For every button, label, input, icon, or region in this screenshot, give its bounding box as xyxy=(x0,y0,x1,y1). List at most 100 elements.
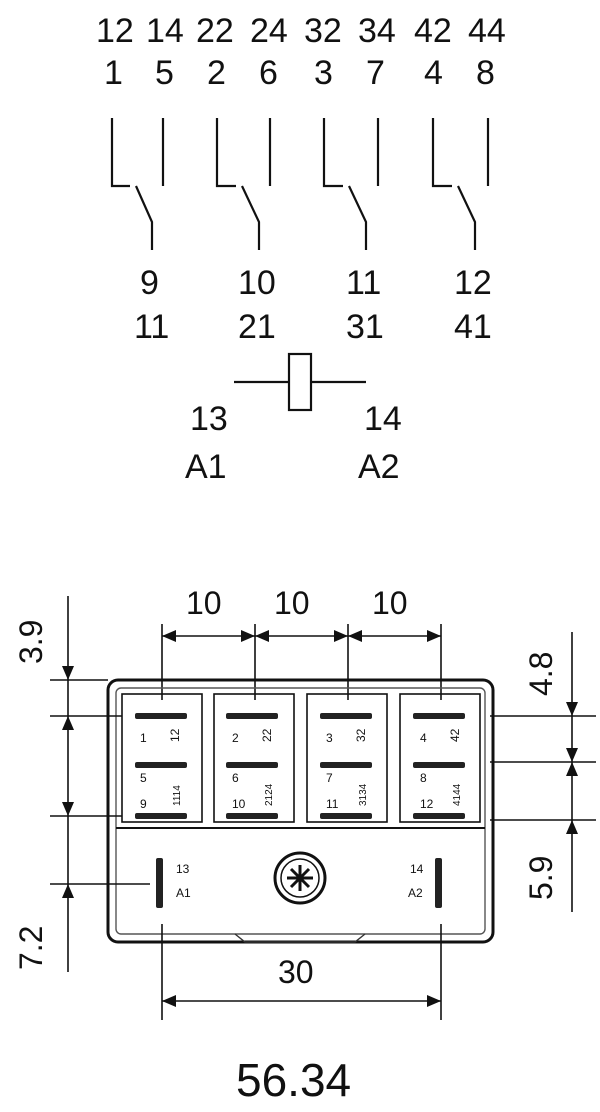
coil-terminals: 13 A1 14 A2 xyxy=(156,858,442,908)
contact-slot-1: 1 12 5 1114 9 xyxy=(121,693,203,823)
contact-group-4: 42 44 4 8 12 41 xyxy=(414,12,506,346)
slot-label-3134: 3134 xyxy=(358,783,369,806)
nc-contact-line xyxy=(215,118,236,188)
coil-num-13: 13 xyxy=(176,862,190,876)
terminal-label-11: 11 xyxy=(346,264,381,302)
coil-terminal-13: 13 xyxy=(190,400,228,438)
coil-label-a1: A1 xyxy=(185,448,227,486)
slot-label-12: 12 xyxy=(168,728,182,742)
terminal-label-34: 34 xyxy=(358,12,396,50)
terminal-bar xyxy=(226,762,278,768)
terminal-label-42: 42 xyxy=(414,12,452,50)
terminal-label-14: 14 xyxy=(146,12,184,50)
dim-pitch-2: 10 xyxy=(274,585,310,621)
arrow-head xyxy=(241,630,255,642)
slot-label-2: 2 xyxy=(232,731,239,745)
coil-label-a2: A2 xyxy=(408,886,423,900)
arrow-head xyxy=(427,995,441,1007)
terminal-label-32: 32 xyxy=(304,12,342,50)
contact-slot-3: 3 32 7 3134 11 xyxy=(306,693,388,823)
contact-slot-4: 4 42 8 4144 12 xyxy=(399,693,481,823)
terminal-label-12: 12 xyxy=(454,264,492,302)
terminal-bar xyxy=(226,713,278,719)
arrow-head xyxy=(62,716,74,730)
common-contact-arm xyxy=(348,185,368,250)
contact-schematic: 12 14 1 5 9 11 22 24 2 6 10 21 32 34 3 xyxy=(96,12,506,486)
terminal-label-3: 3 xyxy=(314,54,333,92)
arrow-head xyxy=(162,630,176,642)
nc-contact-line xyxy=(110,118,130,188)
terminal-label-22: 22 xyxy=(196,12,234,50)
arrow-head xyxy=(348,630,362,642)
arrow-head xyxy=(162,995,176,1007)
terminal-label-44: 44 xyxy=(468,12,506,50)
slot-label-32: 32 xyxy=(354,728,368,742)
arrow-head xyxy=(427,630,441,642)
terminal-label-21: 21 xyxy=(238,308,276,346)
terminal-label-5: 5 xyxy=(155,54,174,92)
dim-bottom-width: 30 xyxy=(278,954,314,990)
slot-label-1114: 1114 xyxy=(172,785,183,806)
slot-label-8: 8 xyxy=(420,771,427,785)
slot-frame xyxy=(399,693,481,823)
arrow-head xyxy=(566,820,578,834)
terminal-label-4: 4 xyxy=(424,54,443,92)
terminal-bar xyxy=(320,762,372,768)
coil-symbol: 13 A1 14 A2 xyxy=(185,352,402,486)
slot-frame xyxy=(213,693,295,823)
contact-group-1: 12 14 1 5 9 11 xyxy=(96,12,184,346)
arrow-head xyxy=(566,702,578,716)
terminal-label-9: 9 xyxy=(140,264,159,302)
dim-left-bottom: 7.2 xyxy=(13,926,49,970)
terminal-label-8: 8 xyxy=(476,54,495,92)
slot-label-22: 22 xyxy=(260,728,274,742)
top-pitch-dimensions: 10 10 10 xyxy=(161,585,442,700)
terminal-label-2: 2 xyxy=(207,54,226,92)
slot-label-4: 4 xyxy=(420,731,427,745)
slot-frame xyxy=(121,693,203,823)
slot-label-7: 7 xyxy=(326,771,333,785)
arrow-head xyxy=(62,666,74,680)
dim-right-top: 4.8 xyxy=(523,652,559,696)
contact-group-2: 22 24 2 6 10 21 xyxy=(196,12,288,346)
terminal-bar xyxy=(135,813,187,819)
slot-label-9: 9 xyxy=(140,797,147,811)
terminal-label-1: 1 xyxy=(104,54,123,92)
base-housing-inner xyxy=(115,687,486,935)
slot-label-2124: 2124 xyxy=(264,783,275,806)
terminal-label-10: 10 xyxy=(238,264,276,302)
base-notch xyxy=(234,933,366,943)
terminal-bar xyxy=(413,713,465,719)
slot-label-42: 42 xyxy=(448,728,462,742)
coil-body xyxy=(287,352,313,412)
slot-label-5: 5 xyxy=(140,771,147,785)
common-contact-arm xyxy=(241,185,261,250)
coil-terminal-bar-right xyxy=(435,858,442,908)
common-contact-arm xyxy=(134,185,154,250)
coil-label-a2: A2 xyxy=(358,448,400,486)
dim-pitch-1: 10 xyxy=(186,585,222,621)
terminal-label-24: 24 xyxy=(250,12,288,50)
terminal-label-11: 11 xyxy=(134,308,169,346)
terminal-label-31: 31 xyxy=(346,308,384,346)
slot-label-1: 1 xyxy=(140,731,147,745)
common-contact-arm xyxy=(457,185,477,250)
arrow-head xyxy=(62,802,74,816)
slot-label-4144: 4144 xyxy=(452,783,463,806)
slot-label-11: 11 xyxy=(326,797,339,811)
coil-terminal-bar-left xyxy=(156,858,163,908)
slot-frame xyxy=(306,693,388,823)
arrow-head xyxy=(566,762,578,776)
slot-label-3: 3 xyxy=(326,731,333,745)
arrow-head xyxy=(62,884,74,898)
nc-contact-line xyxy=(322,118,343,188)
arrow-head xyxy=(255,630,269,642)
terminal-bar xyxy=(413,813,465,819)
arrow-head xyxy=(566,748,578,762)
contact-slot-2: 2 22 6 2124 10 xyxy=(213,693,295,823)
slot-label-12: 12 xyxy=(420,797,434,811)
slot-label-10: 10 xyxy=(232,797,246,811)
terminal-bar xyxy=(320,713,372,719)
dim-pitch-3: 10 xyxy=(372,585,408,621)
